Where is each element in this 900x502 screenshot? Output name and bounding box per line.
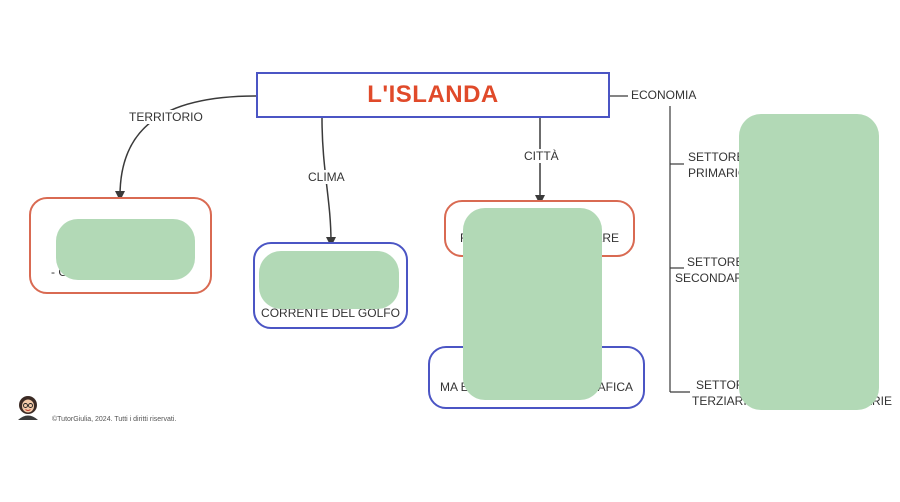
sector-primario-line-1: SETTORE <box>688 150 745 164</box>
footer-copyright: ©TutorGiulia, 2024. Tutti i diritti rise… <box>52 416 177 423</box>
sector-secondario-line-2: SECONDARI <box>675 271 747 285</box>
tutor-giulia-avatar-icon <box>18 396 38 420</box>
citta-bottom-left-text: MA E <box>440 380 469 394</box>
citta-redaction <box>463 208 602 400</box>
clima-text: CORRENTE DEL GOLFO <box>261 306 400 320</box>
sector-primario: SETTORE PRIMARIO <box>688 149 747 181</box>
territorio-redaction <box>56 219 195 280</box>
title-node: L'ISLANDA <box>256 72 610 118</box>
sector-secondario-line-1: SETTORE <box>687 255 744 269</box>
edge-label-citta: CITTÀ <box>521 149 562 163</box>
edge-label-territorio: TERRITORIO <box>126 110 206 124</box>
economia-redaction <box>739 114 879 410</box>
sector-terziario-line-1: SETTORE <box>696 378 753 392</box>
edge-label-clima: CLIMA <box>305 170 348 184</box>
sector-secondario: SETTORE SECONDARI <box>675 254 746 286</box>
sector-primario-line-2: PRIMARIO <box>688 166 748 180</box>
sector-terziario: SETTORE TERZIARIO <box>692 377 756 409</box>
clima-redaction <box>259 251 399 309</box>
edge-label-economia: ECONOMIA <box>628 88 700 102</box>
sector-terziario-line-2: TERZIARIO <box>692 394 757 408</box>
diagram-title: L'ISLANDA <box>367 81 499 108</box>
